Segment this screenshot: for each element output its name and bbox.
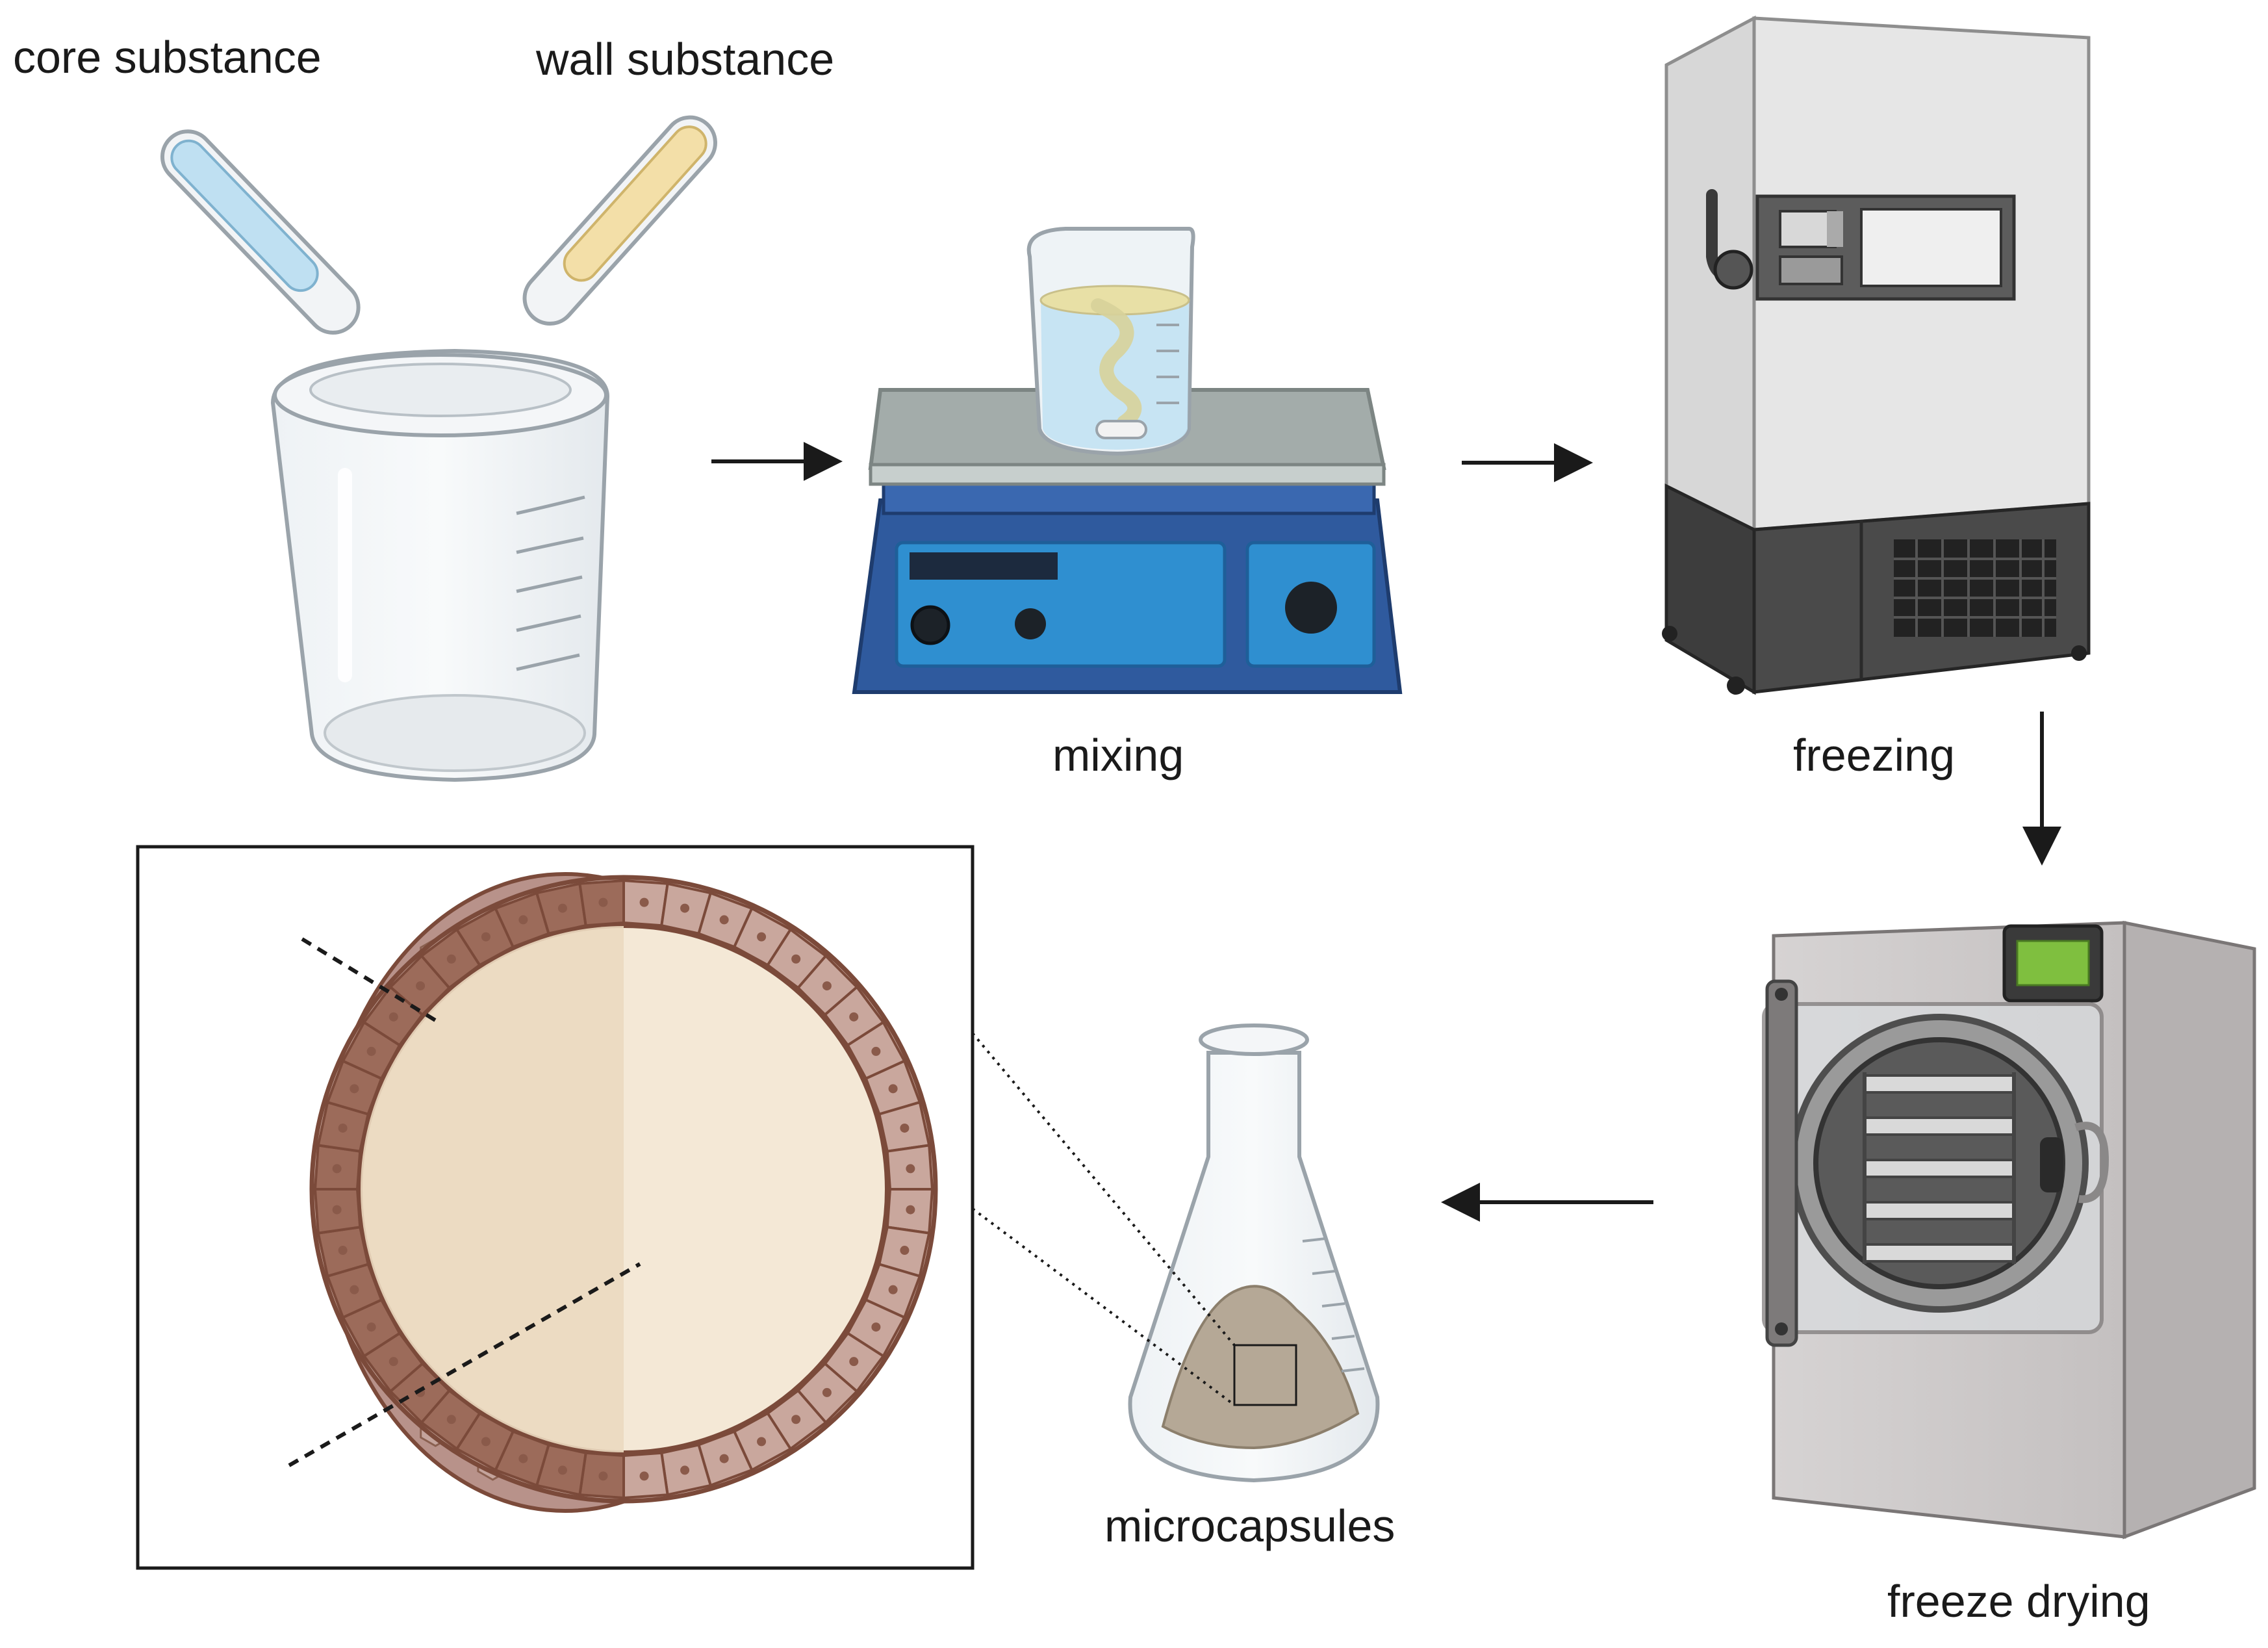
ring-cell-nucleus [757,932,767,942]
ring-cell-nucleus [900,1123,910,1133]
stirrer-knob-small [910,605,950,645]
stirrer-knob-large [1285,582,1337,634]
label-mixing: mixing [1052,730,1184,780]
ring-cell-nucleus [446,954,456,964]
ring-cell-nucleus [598,897,608,907]
ring-cell-nucleus [888,1084,898,1094]
shell-leader [301,937,437,1022]
ring-cell-nucleus [849,1012,859,1022]
ring-cell-nucleus [822,981,832,991]
ring-cell-nucleus [338,1123,348,1133]
stir-bar [1095,420,1147,439]
dryer-handle-loop [2074,1122,2109,1204]
ring-cell-nucleus [350,1285,359,1294]
ring-cell-nucleus [791,1415,801,1424]
ring-cell-nucleus [871,1046,881,1056]
ring-cell-nucleus [822,1387,832,1397]
ring-cell-nucleus [871,1322,881,1332]
ring-cell-nucleus [332,1164,342,1174]
core-substance-tube [160,129,361,335]
ring-cell-nucleus [639,1471,649,1481]
ring-cell-nucleus [888,1285,898,1294]
ring-cell-nucleus [557,903,567,913]
freeze-dryer [1762,920,2256,1539]
label-core-substance: core substance [13,32,322,83]
stirrer-button [1015,608,1046,639]
ring-cell-nucleus [518,915,528,925]
label-freeze-drying: freeze drying [1887,1576,2150,1627]
label-wall-substance: wall substance [535,34,834,84]
microcapsule-cross-section [136,845,975,1570]
zoom-region [1233,1344,1297,1406]
ring-cell-nucleus [350,1084,359,1094]
ring-cell-nucleus [332,1205,342,1215]
ring-cell-nucleus [557,1465,567,1475]
ring-cell-nucleus [900,1246,910,1255]
ring-cell-nucleus [481,932,491,942]
ring-cell-nucleus [680,903,690,913]
dryer-hinge [1765,979,1798,1347]
empty-beaker [270,348,610,782]
core-leader [288,1262,641,1467]
freezer-screen [1860,208,2002,287]
ring-cell-nucleus [598,1471,608,1481]
ring-cell-nucleus [906,1205,915,1215]
dryer-latch [2040,1137,2063,1192]
dryer-display [2016,940,2090,986]
magnetic-stirrer [852,227,1403,694]
core-liquid [170,139,319,292]
freezer-vent [1894,539,2056,637]
ring-cell-nucleus [366,1046,376,1056]
wall-substance-tube [522,115,717,326]
ring-cell-nucleus [338,1246,348,1255]
microcapsule-flask [1128,1024,1380,1483]
ring-cell-nucleus [680,1465,690,1475]
ring-cell-nucleus [416,981,426,991]
ring-cell-nucleus [518,1454,528,1463]
ring-cell-nucleus [481,1437,491,1447]
ring-cell-nucleus [719,1454,729,1463]
ring-cell-nucleus [389,1012,398,1022]
stirrer-display [910,552,1058,580]
ring-cell-nucleus [446,1415,456,1424]
microcapsule-powder [1161,1285,1360,1450]
ring-cell-nucleus [791,954,801,964]
wall-liquid [563,125,707,282]
label-freezing: freezing [1793,730,1955,780]
freezer [1662,15,2091,695]
ring-cell-nucleus [719,915,729,925]
vortex [1091,298,1142,430]
label-microcapsules: microcapsules [1104,1500,1395,1551]
ring-cell-nucleus [906,1164,915,1174]
ring-cell-nucleus [757,1437,767,1447]
ring-cell-nucleus [389,1357,398,1367]
zoom-line-top [971,1032,1236,1346]
ring-cell-nucleus [366,1322,376,1332]
ring-cell-nucleus [639,897,649,907]
ring-cell-nucleus [849,1357,859,1367]
